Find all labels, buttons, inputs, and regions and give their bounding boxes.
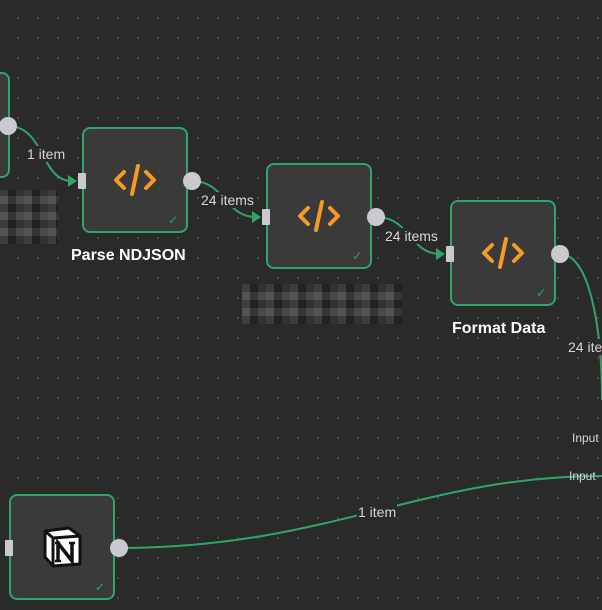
edge-label-items: 1 item	[357, 504, 398, 520]
success-check-icon: ✓	[94, 580, 105, 594]
success-check-icon: ✓	[351, 249, 362, 263]
edge-arrowhead	[436, 248, 445, 260]
node-notion-input-port[interactable]	[5, 540, 13, 556]
node-notion[interactable]: ✓	[9, 494, 115, 600]
node-code-redacted-input-port[interactable]	[262, 209, 270, 225]
edge-arrowhead	[252, 211, 261, 223]
edge-label-items: 24 items	[384, 228, 439, 244]
success-check-icon: ✓	[167, 213, 178, 227]
node-parse-ndjson[interactable]: ✓	[82, 127, 188, 233]
notion-logo-icon	[11, 496, 113, 598]
code-icon	[84, 129, 186, 231]
node-parse-ndjson-output-port[interactable]	[183, 172, 201, 190]
success-check-icon: ✓	[535, 286, 546, 300]
merge-input-label: Input	[569, 469, 596, 483]
edge-label-items: 1 item	[26, 146, 67, 162]
edge-arrowhead	[68, 175, 77, 187]
redacted-node-name	[0, 190, 58, 244]
node-format-data[interactable]: ✓	[450, 200, 556, 306]
node-parse-ndjson-input-port[interactable]	[78, 173, 86, 189]
node-code-redacted-output-port[interactable]	[367, 208, 385, 226]
edge-label-items: 24 ite	[567, 339, 602, 355]
node-notion-output-port[interactable]	[110, 539, 128, 557]
node-title-format-data: Format Data	[452, 320, 546, 337]
redacted-node-name	[242, 284, 402, 324]
merge-input-label: Input	[572, 431, 599, 445]
edge-label-items: 24 items	[200, 192, 255, 208]
code-icon	[268, 165, 370, 267]
node-format-data-output-port[interactable]	[551, 245, 569, 263]
node-title-parse-ndjson: Parse NDJSON	[71, 247, 186, 264]
node-format-data-input-port[interactable]	[446, 246, 454, 262]
code-icon	[452, 202, 554, 304]
node-code-redacted[interactable]: ✓	[266, 163, 372, 269]
partial-node-output-port[interactable]	[0, 117, 17, 135]
edge-path-format-to-merge[interactable]	[559, 253, 602, 401]
